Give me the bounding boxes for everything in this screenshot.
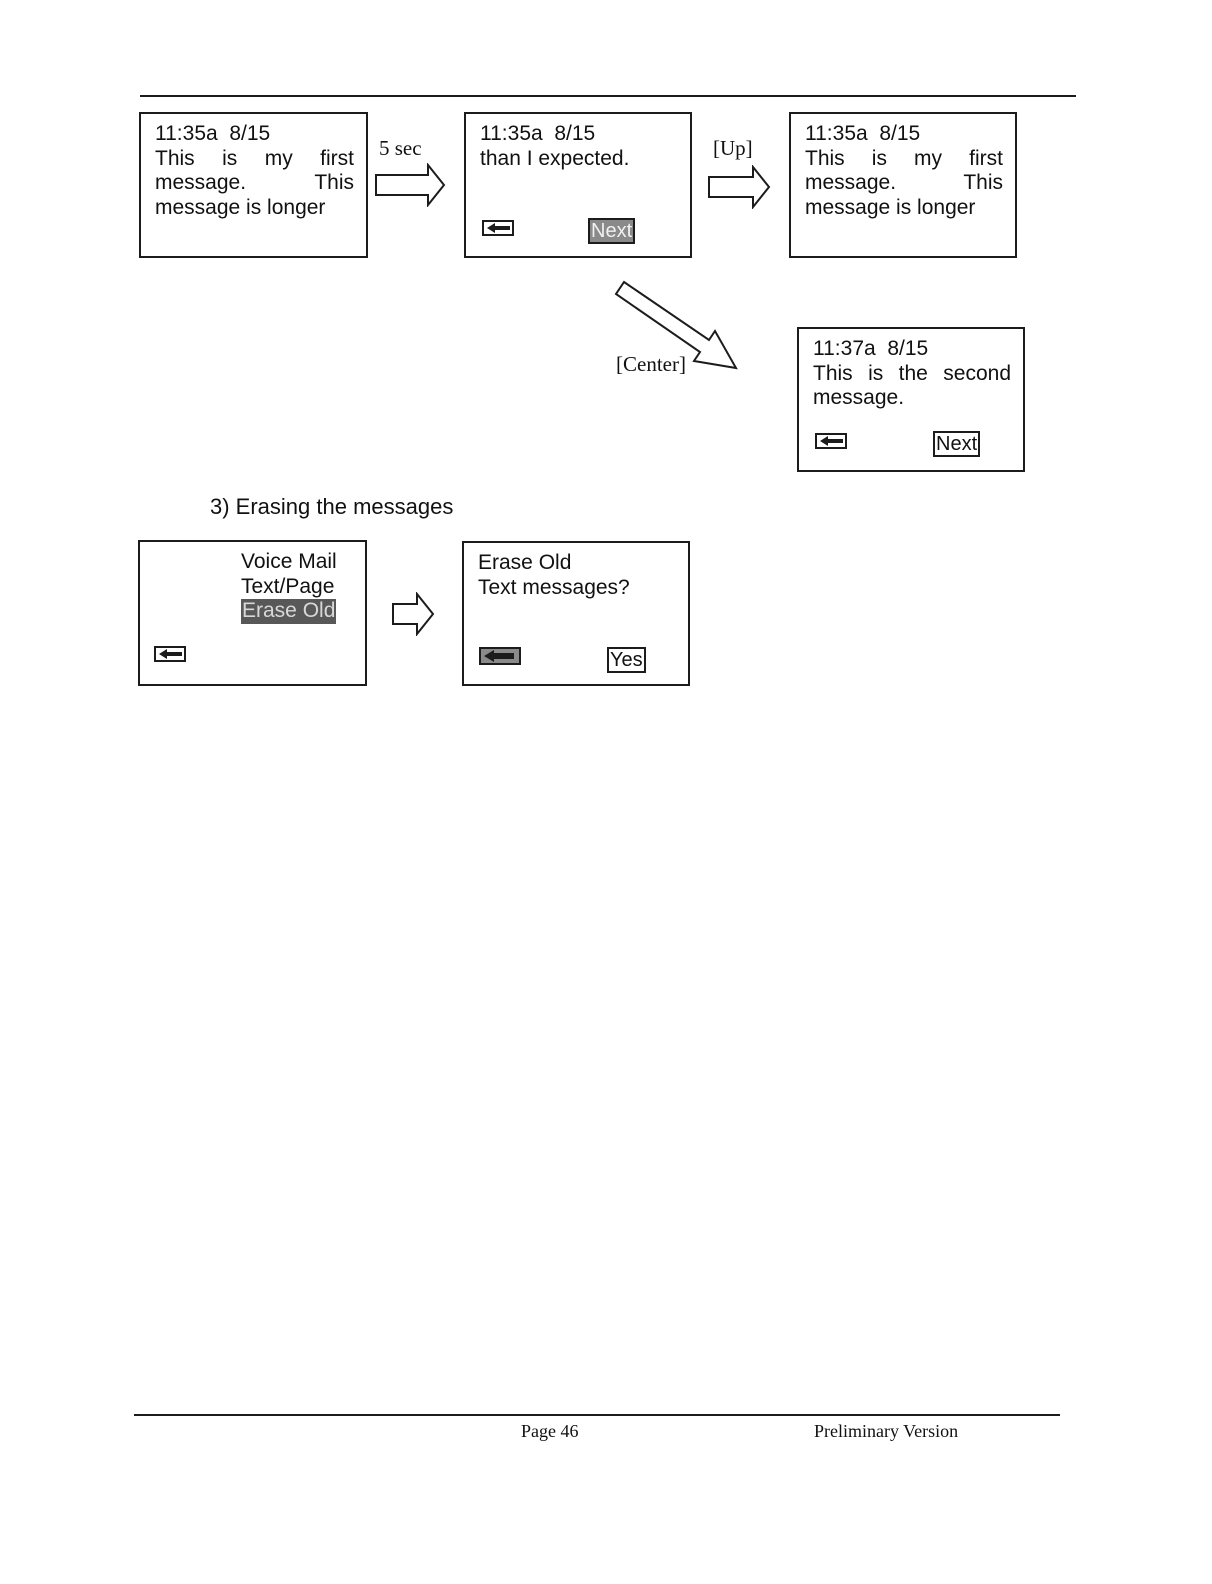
time: 11:35a <box>480 122 543 145</box>
screen-text: 11:37a 8/15 This is the second message. <box>813 337 1011 411</box>
screen-message-second-message: 11:37a 8/15 This is the second message. … <box>797 327 1025 472</box>
date: 8/15 <box>229 122 271 145</box>
message-line: This is my first <box>155 147 354 172</box>
section-heading: 3) Erasing the messages <box>210 494 454 519</box>
message-line: message. This <box>805 171 1003 196</box>
screen-message-scrolled-up: 11:35a 8/15 This is my first message. Th… <box>789 112 1017 258</box>
menu-item-text-page[interactable]: Text/Page <box>241 575 337 600</box>
yes-button[interactable]: Yes <box>607 647 646 673</box>
next-button[interactable]: Next <box>933 431 981 457</box>
screen-message-first-page: 11:35a 8/15 This is my first message. Th… <box>139 112 368 258</box>
message-line: This is the second <box>813 362 1011 387</box>
screen-text: 11:35a 8/15 than I expected. <box>480 122 678 171</box>
transition-label-center: [Center] <box>616 352 686 376</box>
left-arrow-icon <box>820 436 843 446</box>
screen-message-second-page: 11:35a 8/15 than I expected. Next <box>464 112 692 258</box>
version-label: Preliminary Version <box>814 1421 959 1441</box>
date: 8/15 <box>887 337 929 360</box>
right-arrow-icon <box>392 592 435 636</box>
time: 11:35a <box>155 122 218 145</box>
word: my <box>264 146 293 170</box>
left-arrow-icon <box>159 649 182 659</box>
next-button[interactable]: Next <box>588 218 636 244</box>
screen-text: Erase Old Text messages? <box>478 551 676 600</box>
screen-text: 11:35a 8/15 This is my first message. Th… <box>155 122 354 220</box>
screen-text: 11:35a 8/15 This is my first message. Th… <box>805 122 1003 220</box>
word: This <box>963 171 1003 194</box>
message-line: message. <box>813 386 905 409</box>
screen-menu: Voice Mail Text/Page Erase Old <box>138 540 367 686</box>
message-line: message is longer <box>155 195 326 219</box>
right-arrow-icon <box>375 163 446 207</box>
timestamp-line: 11:37a 8/15 <box>813 337 1011 362</box>
word: This <box>314 171 354 194</box>
date: 8/15 <box>554 122 596 145</box>
word: first <box>320 146 354 170</box>
diagonal-arrow-icon <box>614 280 738 370</box>
word: second <box>943 361 1011 385</box>
back-button[interactable] <box>479 647 521 665</box>
transition-label-5-sec: 5 sec <box>379 136 422 160</box>
word: the <box>898 361 928 385</box>
timestamp-line: 11:35a 8/15 <box>155 122 354 147</box>
left-arrow-icon <box>484 650 514 662</box>
back-button[interactable] <box>154 646 186 662</box>
header-rule <box>140 95 1076 97</box>
menu-list: Voice Mail Text/Page Erase Old <box>241 550 337 624</box>
word: is <box>222 146 238 170</box>
word: is <box>871 146 887 170</box>
date: 8/15 <box>879 122 921 145</box>
back-button[interactable] <box>482 220 514 236</box>
menu-item-label: Erase Old <box>241 599 337 624</box>
timestamp-line: 11:35a 8/15 <box>480 122 678 147</box>
menu-item-label: Text/Page <box>241 574 335 598</box>
word: is <box>868 361 884 385</box>
word: This <box>805 146 845 170</box>
word: This <box>155 146 195 170</box>
time: 11:35a <box>805 122 868 145</box>
menu-item-erase-old[interactable]: Erase Old <box>241 599 337 624</box>
menu-item-voice-mail[interactable]: Voice Mail <box>241 550 337 575</box>
word: message. <box>155 171 247 194</box>
back-button[interactable] <box>815 433 847 449</box>
left-arrow-icon <box>487 223 510 233</box>
screen-erase-confirm: Erase Old Text messages? Yes <box>462 541 690 686</box>
word: This <box>813 361 853 385</box>
time: 11:37a <box>813 337 876 360</box>
message-line: than I expected. <box>480 146 630 170</box>
right-arrow-icon <box>708 165 771 209</box>
transition-label-up: [Up] <box>713 136 753 160</box>
prompt-line: Text messages? <box>478 575 630 599</box>
word: my <box>914 146 943 170</box>
message-line: This is my first <box>805 147 1003 172</box>
footer-rule <box>134 1414 1060 1416</box>
menu-item-label: Voice Mail <box>241 550 337 573</box>
message-line: message is longer <box>805 195 976 219</box>
timestamp-line: 11:35a 8/15 <box>805 122 1003 147</box>
word: first <box>969 146 1003 170</box>
page-number: Page 46 <box>521 1421 579 1441</box>
word: message. <box>805 171 897 194</box>
message-line: message. This <box>155 171 354 196</box>
prompt-line: Erase Old <box>478 551 572 574</box>
